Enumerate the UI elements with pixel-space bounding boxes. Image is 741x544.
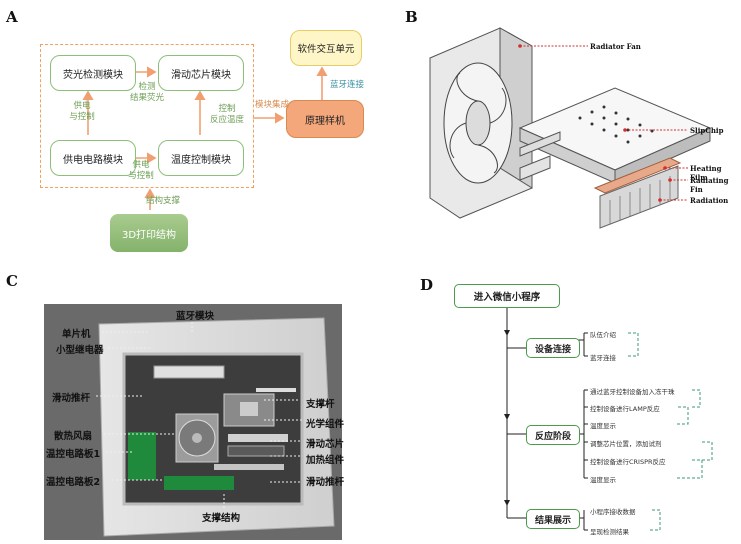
step-result-display: 结果展示 [526, 509, 580, 529]
label-mcu: 单片机 [62, 329, 91, 340]
temperature-module: 温度控制模块 [158, 140, 244, 176]
power-module: 供电电路模块 [50, 140, 136, 176]
panel-label-d: D [420, 276, 434, 294]
label-detect-a: 检测 [138, 82, 156, 92]
label-heating-film: Heating Film [690, 164, 722, 182]
label-slide-chip: 滑动芯片 [306, 439, 345, 450]
heating-assembly-illustration [429, 27, 712, 229]
slipchip-module: 滑动芯片模块 [158, 55, 244, 91]
label-radiation: Radiation [690, 196, 729, 205]
label-bluetooth: 蓝牙连接 [330, 80, 365, 90]
label-power-control-1b: 与控制 [69, 112, 95, 122]
label-cooling-fan: 散热风扇 [54, 431, 93, 442]
label-temp-board-2: 温控电路板2 [46, 477, 101, 488]
label-power-control-2: 供电 与控制 [118, 160, 164, 182]
label-ctrl-a: 控制 [218, 104, 236, 114]
device-housing-illustration [96, 317, 335, 537]
label-slide-rod-right: 滑动推杆 [306, 477, 345, 488]
panel-label-c: C [6, 272, 18, 290]
label-power-control-1: 供电 与控制 [62, 101, 102, 123]
item-lamp-reaction: 控制设备进行LAMP反应 [590, 405, 660, 413]
module-group-frame [40, 44, 254, 188]
step-device-connect: 设备连接 [526, 338, 580, 358]
label-support-rod: 支撑杆 [306, 399, 335, 410]
label-radiating-fin: Radiating Fin [690, 176, 729, 194]
label-power-control-2b: 与控制 [128, 171, 154, 181]
panel-a-arrows [82, 66, 328, 210]
label-support-structure: 支撑结构 [202, 513, 241, 524]
label-temp-board-1: 温控电路板1 [46, 449, 101, 460]
label-integration: 模块集成 [254, 100, 289, 110]
software-unit: 软件交互单元 [290, 30, 362, 66]
label-heating-assembly: 加热组件 [306, 455, 345, 466]
label-ctrl-b: 反应温度 [209, 115, 244, 125]
item-show-results: 呈现检测结果 [590, 528, 629, 536]
panel-label-a: A [6, 8, 18, 26]
fluorescence-module: 荧光检测模块 [50, 55, 136, 91]
label-relay: 小型继电器 [56, 345, 104, 356]
label-power-control-1a: 供电 [73, 101, 91, 111]
item-receive-data: 小程序接收数据 [590, 508, 636, 516]
step-reaction-stage: 反应阶段 [526, 425, 580, 445]
item-team-intro: 队伍介绍 [590, 331, 616, 339]
3d-printed-structure: 3D打印结构 [110, 214, 188, 252]
label-slide-rod-left: 滑动推杆 [52, 393, 91, 404]
mini-program-flow-lines [504, 306, 713, 531]
item-crispr-reaction: 控制设备进行CRISPR反应 [590, 458, 666, 466]
label-slipchip: SlipChip [690, 126, 724, 135]
label-radiator-fan: Radiator Fan [590, 42, 641, 51]
label-support: 结构支撑 [146, 196, 181, 206]
label-bluetooth-module: 蓝牙模块 [176, 311, 215, 322]
item-bluetooth-connect: 蓝牙连接 [590, 354, 616, 362]
item-adjust-chip: 调整芯片位置，添加试剂 [590, 440, 662, 448]
item-temp-display-1: 温度显示 [590, 422, 616, 430]
prototype-unit: 原理样机 [286, 100, 364, 138]
label-optical-assembly: 光学组件 [306, 419, 345, 430]
item-temp-display-2: 温度显示 [590, 476, 616, 484]
item-add-freeze-dried: 通过蓝牙控制设备加入冻干珠 [590, 388, 675, 396]
panel-label-b: B [405, 8, 418, 26]
flow-title-box: 进入微信小程序 [454, 284, 560, 308]
label-power-control-2a: 供电 [132, 160, 150, 170]
label-detect-b: 结果荧光 [129, 93, 164, 103]
label-control-temp: 控制 反应温度 [204, 104, 250, 126]
label-detect-result: 检测 结果荧光 [122, 82, 172, 104]
